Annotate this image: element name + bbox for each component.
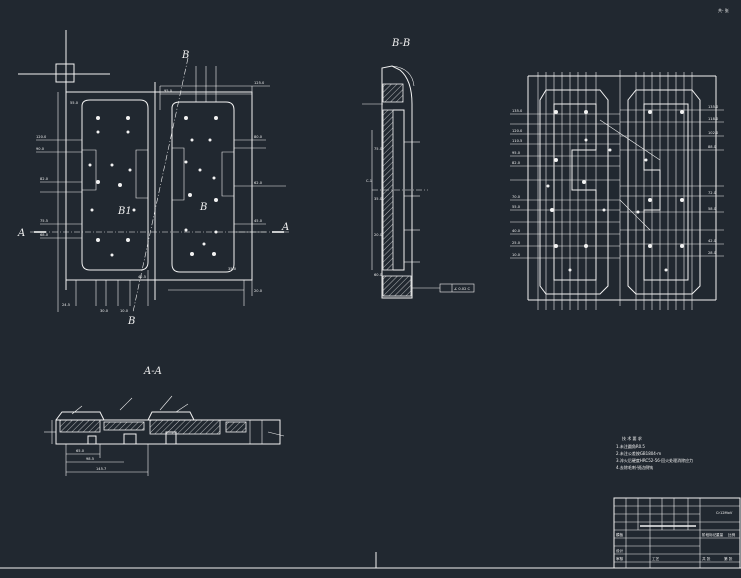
dim-text: 24.5 (62, 303, 70, 307)
detail-label: B1 (117, 206, 132, 217)
note-line: 1.未注圆角R0.5 (616, 443, 645, 449)
dim-text: 95.0 (164, 89, 173, 93)
dim-text: 120.0 (36, 135, 47, 139)
section-mark-a-left: A (17, 228, 25, 239)
dim-text: 75.0 (374, 147, 383, 151)
dim-text: 80.0 (254, 135, 263, 139)
dim-text: 102.0 (708, 131, 719, 135)
dim-text: 58.0 (708, 207, 717, 211)
dim-text: 35.0 (374, 197, 383, 201)
name-cell: 模板 (616, 532, 624, 537)
dim-text: 28.0 (708, 251, 717, 255)
right-plate-leaders (510, 72, 724, 310)
dim-text: 98.5 (86, 457, 94, 461)
note-line: 4.去除毛刺·锐边倒钝 (616, 464, 653, 470)
dim-text: 62.0 (254, 181, 263, 185)
right-plate-view: 135.0 120.0 110.5 95.0 82.0 70.0 55.0 40… (510, 70, 724, 310)
dim-text: 65.0 (76, 449, 85, 453)
section-bb-view: B-B ∠ 0.02 C 75.0 35.0 20.0 60.0 C-1 (362, 38, 475, 299)
plan-left-dims (36, 92, 149, 312)
dim-text: 25.0 (512, 241, 521, 245)
plan-view: 120.0 90.0 82.0 75.5 68.0 55.0 42.5 30.0… (17, 30, 290, 327)
row-label: 设计 (616, 548, 624, 553)
scale-cell: 比例 (728, 532, 736, 537)
section-mark-b-top: B (181, 50, 189, 61)
dim-text: 10.0 (512, 253, 521, 257)
dim-text: 110.5 (512, 139, 522, 143)
dim-text: 95.0 (512, 151, 521, 155)
dim-text: 55.0 (512, 205, 521, 209)
dim-text: 72.0 (708, 191, 717, 195)
sheet-border (0, 552, 741, 569)
dim-text: 70.0 (512, 195, 521, 199)
dim-text: 20.0 (374, 233, 383, 237)
dim-text: 35.0 (228, 267, 237, 271)
dim-text: 68.0 (40, 233, 49, 237)
dim-text: 60.0 (374, 273, 383, 277)
section-aa-view: A-A 65.0 98.5 145.7 (44, 366, 285, 476)
dim-text: 135.0 (512, 109, 523, 113)
section-mark-a-right: A (281, 222, 289, 233)
dim-text: 20.0 (254, 289, 263, 293)
dim-text: 135.0 (708, 105, 719, 109)
dim-text: 10.0 (120, 309, 129, 313)
material-cell: Cr12MoV (716, 511, 733, 515)
sheet-cell: 共 张 (702, 556, 711, 561)
scale-cell: 重量 (716, 532, 724, 537)
dim-text: 118.0 (708, 117, 719, 121)
dim-text: 82.0 (40, 177, 49, 181)
dim-text: 125.0 (254, 81, 265, 85)
sheet-cell: 第 张 (724, 556, 733, 561)
corner-mark: 共‐ 张 (718, 7, 729, 13)
dim-text: 88.0 (708, 145, 717, 149)
dim-text: 120.0 (512, 129, 523, 133)
row-label: 工艺 (652, 556, 660, 561)
dim-text: 42.0 (708, 239, 717, 243)
technical-notes: 技 术 要 求 1.未注圆角R0.5 2.未注公差按GB1804-m 3.淬火后… (616, 435, 693, 470)
dim-text: 42.5 (138, 275, 146, 279)
section-bb-title: B-B (391, 38, 410, 49)
center-mark: C-1 (366, 179, 372, 183)
dim-text: 45.0 (254, 219, 263, 223)
scale-cell: 阶段标记 (702, 532, 717, 537)
dim-text: 55.0 (70, 101, 79, 105)
section-aa-title: A-A (143, 366, 162, 377)
plan-right-dims (159, 66, 286, 306)
geometric-tolerance-flag: ∠ 0.02 C (454, 287, 471, 291)
dim-text: 40.0 (512, 229, 521, 233)
note-line: 3.淬火后硬度HRC52-56·回火处理消除应力 (616, 457, 693, 463)
title-block: Cr12MoV 模板 设计 审核 工艺 阶段标记 重量 比例 共 张 第 张 (613, 497, 741, 569)
note-line: 2.未注公差按GB1804-m (616, 450, 661, 456)
dim-text: 145.7 (96, 467, 106, 471)
notes-title: 技 术 要 求 (622, 435, 642, 441)
dim-text: 75.5 (40, 219, 48, 223)
dim-text: 30.0 (100, 309, 109, 313)
right-plate-holes (546, 110, 684, 272)
hole-pattern (88, 116, 218, 257)
dim-text: 82.0 (512, 161, 521, 165)
section-mark-b-right: B (199, 202, 207, 213)
row-label: 审核 (616, 556, 624, 561)
section-mark-b-bottom: B (127, 316, 135, 327)
dim-text: 90.0 (36, 147, 45, 151)
